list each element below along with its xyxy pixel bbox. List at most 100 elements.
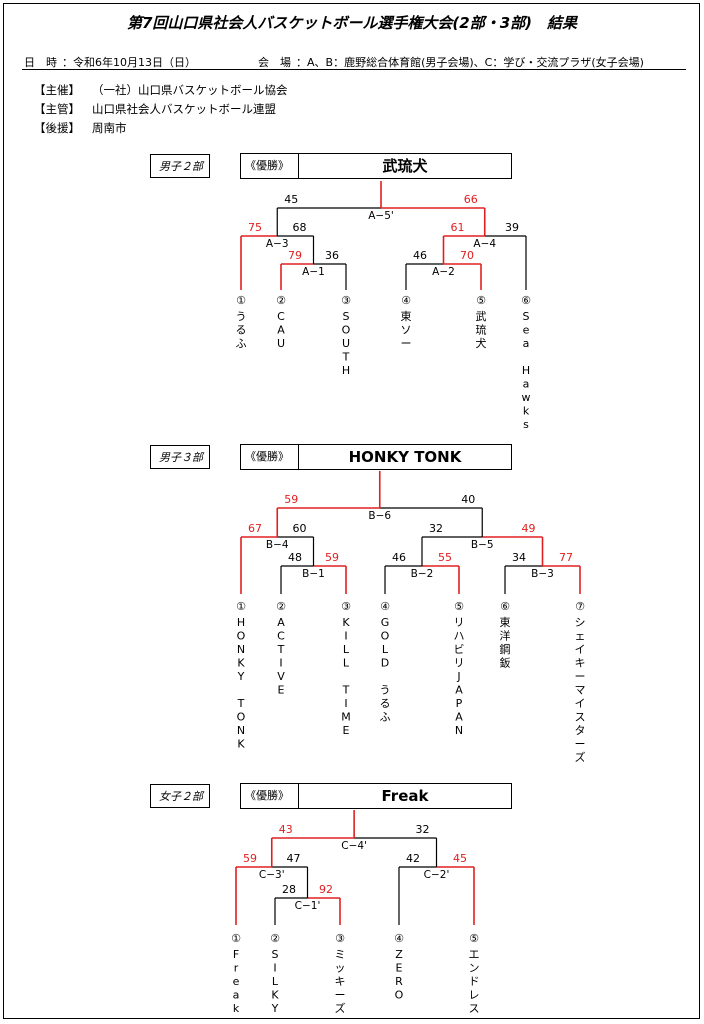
score-label: 43 [279,823,293,836]
score-label: 42 [406,852,420,865]
team-number: ③ [341,294,351,307]
team-name: キ [335,975,346,988]
organizer-name: 山口県社会人バスケットボール連盟 [92,102,276,116]
score-label: 28 [282,883,296,896]
division-label: 女子２部 [150,784,210,808]
score-label: 61 [451,221,465,234]
team-name: T [342,351,350,364]
game-code: B−5 [471,539,494,551]
team-name: ー [575,738,586,751]
organizer-name: 周南市 [92,121,127,135]
team-name: K [342,616,350,629]
team-number: ⑦ [575,600,585,613]
game-code: B−1 [302,568,325,580]
team-name: P [456,697,463,710]
team-name: O [381,630,390,643]
team-name: I [344,630,347,643]
team-name: る [380,697,391,710]
venue-label: 会 場 [258,56,291,69]
team-name: イ [575,697,586,710]
venue-value: ：A、B：鹿野総合体育館(男子会場)、C：学び・交流プラザ(女子会場) [296,56,644,69]
page-title: 第7回山口県社会人バスケットボール選手権大会(2部・3部) 結果 [126,14,578,32]
team-name: エ [469,948,480,961]
team-name: Y [271,1002,279,1015]
game-code: A−3 [266,238,289,250]
division-label: 男子２部 [150,154,210,178]
score-label: 36 [325,249,339,262]
team-name: A [455,711,463,724]
game-code: C−4' [341,840,367,852]
score-label: 66 [464,193,478,206]
team-name: O [395,989,404,1002]
champion-name: 武琉犬 [382,157,428,175]
score-label: 45 [453,852,467,865]
team-name: レ [469,989,480,1002]
score-label: 32 [429,522,443,535]
header-underline [22,69,686,70]
game-code: B−6 [368,510,391,522]
team-name: イ [575,643,586,656]
score-label: 32 [416,823,430,836]
game-code: A−4 [473,238,496,250]
team-name: E [278,684,285,697]
team-name: E [396,962,403,975]
score-label: 60 [293,522,307,535]
team-name: J [456,670,460,683]
team-name: O [237,630,246,643]
team-name: 洋 [500,629,511,643]
team-name: I [344,697,347,710]
team-name: ー [575,670,586,683]
score-label: 49 [522,522,536,535]
team-name: s [523,418,529,431]
team-name: V [277,670,285,683]
team-name: D [381,657,389,670]
division-label: 男子３部 [150,445,210,469]
team-name: ッ [335,962,346,975]
team-name: ハ [454,630,465,643]
team-name: シ [575,616,586,629]
team-name: T [237,697,245,710]
game-code: C−2' [424,869,450,881]
champion-label: 《優勝》 [241,154,299,178]
team-name: う [236,310,247,323]
team-name: ド [469,975,480,988]
team-name: E [343,724,350,737]
team-number: ④ [401,294,411,307]
team-name: O [342,324,351,337]
team-name: 鈑 [500,657,511,670]
score-label: 59 [325,551,339,564]
team-name: L [343,643,350,656]
organizer-name: （一社）山口県バスケットボール協会 [92,83,288,97]
game-code: A−5' [368,210,394,222]
team-name: ふ [236,337,247,350]
team-number: ⑤ [454,600,464,613]
game-code: B−3 [531,568,554,580]
team-name: ズ [575,750,586,764]
team-name: I [279,657,282,670]
team-name: a [523,337,530,350]
organizer-role: 【主管】 [34,102,80,116]
score-label: 55 [438,551,452,564]
champion-box: 《優勝》 HONKY TONK [240,444,512,470]
team-name: ふ [380,711,391,724]
team-number: ⑤ [469,932,479,945]
score-label: 48 [288,551,302,564]
team-name: L [272,975,279,988]
team-name: ェ [575,630,586,643]
champion-name: Freak [381,787,429,805]
game-code: B−4 [266,539,289,551]
team-name: I [273,962,276,975]
team-name: C [277,310,285,323]
team-name: ズ [335,1001,346,1015]
team-name: キ [575,657,586,670]
team-number: ⑤ [476,294,486,307]
champion-label: 《優勝》 [241,445,299,469]
score-label: 75 [248,221,262,234]
date-label: 日 時 [24,56,57,69]
team-name: ソ [401,324,412,337]
team-name: う [380,684,391,697]
team-name: K [271,989,279,1002]
team-number: ⑥ [521,294,531,307]
team-name: L [382,643,389,656]
